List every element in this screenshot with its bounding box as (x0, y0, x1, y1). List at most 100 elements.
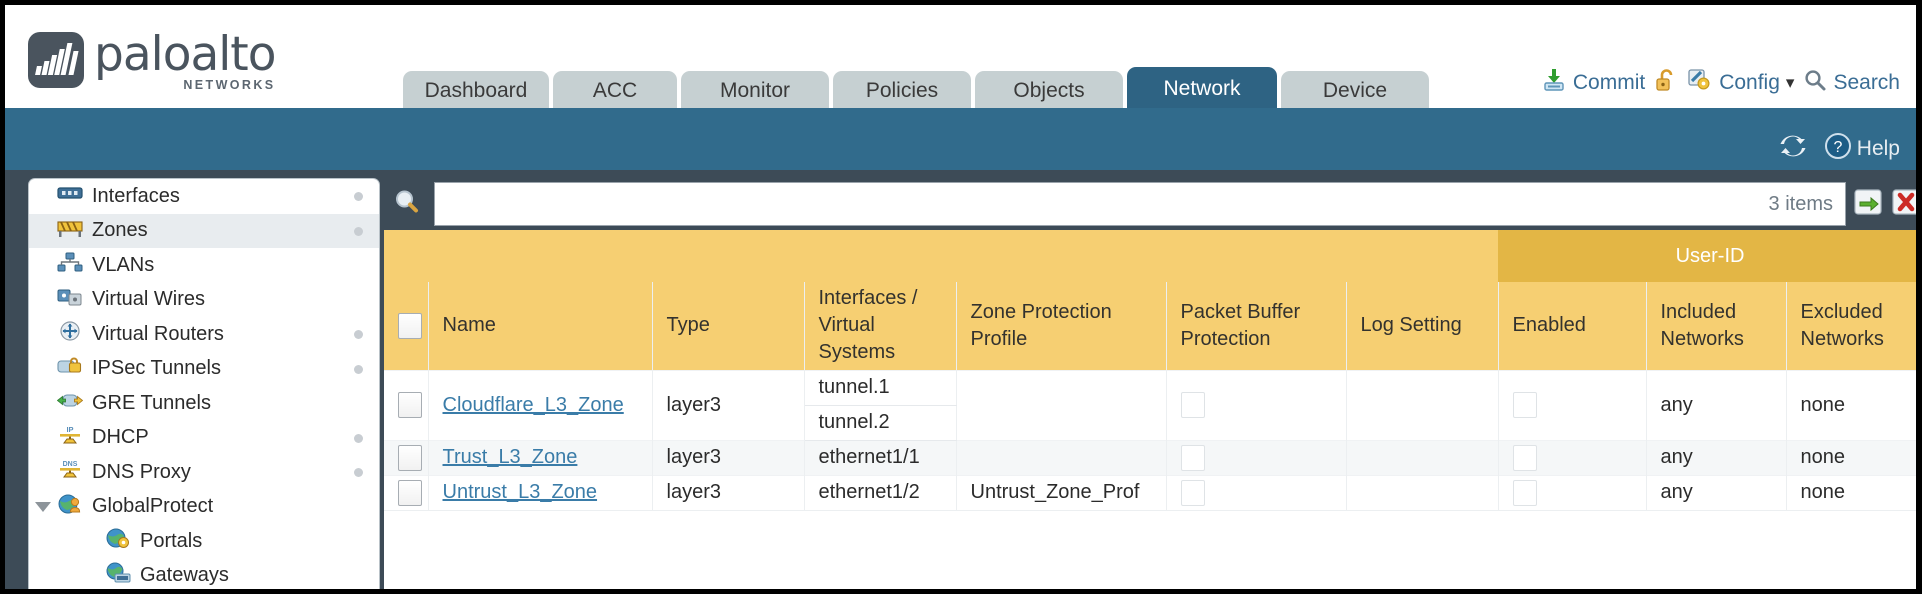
search-button[interactable]: Search (1803, 68, 1900, 98)
unlocked-padlock-icon[interactable] (1654, 67, 1678, 99)
row-select-cell (384, 439, 429, 475)
cell-excluded-networks: none (1786, 474, 1922, 510)
packet-buffer-protection-checkbox[interactable] (1180, 392, 1205, 418)
svg-text:?: ? (1833, 139, 1842, 156)
zones-table: User-ID Name Type Interfaces / Virtual S… (384, 230, 1922, 546)
brand-tagline: NETWORKS (183, 78, 276, 92)
sidebar-item-zones[interactable]: Zones (29, 213, 379, 248)
commit-label: Commit (1572, 71, 1646, 94)
packet-buffer-protection-checkbox[interactable] (1180, 479, 1205, 506)
sidebar-item-label: DHCP (92, 426, 149, 449)
sidebar-item-interfaces[interactable]: Interfaces (29, 179, 379, 214)
help-question-icon: ? (1824, 132, 1852, 166)
sidebar-item-gateways[interactable]: Gateways (29, 559, 379, 594)
row-select-cell (384, 369, 429, 440)
table-row[interactable]: Trust_L3_Zone layer3 ethernet1/1 any (384, 439, 1922, 475)
sidebar-item-label: Gateways (140, 564, 229, 587)
sidebar-item-vlans[interactable]: VLANs (29, 248, 379, 283)
refresh-icon[interactable] (1778, 132, 1808, 166)
packet-buffer-protection-checkbox[interactable] (1180, 444, 1205, 471)
clear-filter-icon[interactable] (1892, 187, 1922, 222)
sidebar-item-ipsec-tunnels[interactable]: IPSec Tunnels (29, 352, 379, 387)
col-header-name[interactable]: Name (428, 282, 653, 370)
magnifier-icon[interactable] (388, 187, 426, 222)
cell-zone-protection-profile (956, 369, 1167, 440)
tab-policies[interactable]: Policies (833, 71, 971, 111)
zone-link[interactable]: Untrust_L3_Zone (442, 481, 598, 503)
userid-enabled-checkbox[interactable] (1512, 392, 1537, 418)
sidebar-item-virtual-wires[interactable]: Virtual Wires (29, 283, 379, 318)
zones-icon (57, 218, 83, 244)
sidebar-item-label: Interfaces (92, 184, 180, 207)
config-label: Config (1719, 71, 1780, 94)
group-header-userid: User-ID (1498, 230, 1922, 282)
sidebar-status-dot (354, 192, 363, 202)
dhcp-icon: IP (57, 424, 83, 452)
sidebar-status-dot (354, 468, 363, 478)
sidebar-status-dot (354, 433, 363, 443)
cell-type: layer3 (652, 474, 805, 510)
col-header-zone-protection-profile[interactable]: Zone Protection Profile (956, 282, 1167, 370)
sidebar-item-dns-proxy[interactable]: DNS DNS Proxy (29, 455, 379, 490)
column-header-row: Name Type Interfaces / Virtual Systems Z… (384, 282, 1922, 370)
filter-bar: 3 items (384, 178, 1922, 230)
cell-packet-buffer-protection (1166, 474, 1347, 510)
tab-dashboard[interactable]: Dashboard (403, 71, 549, 111)
sidebar-item-label: GlobalProtect (92, 495, 214, 518)
row-checkbox[interactable] (398, 479, 422, 506)
sidebar-item-virtual-routers[interactable]: Virtual Routers (29, 317, 379, 352)
gateways-icon (105, 562, 131, 590)
zones-table-head: User-ID Name Type Interfaces / Virtual S… (384, 230, 1922, 370)
col-header-interfaces[interactable]: Interfaces / Virtual Systems (804, 282, 957, 370)
tab-objects[interactable]: Objects (975, 71, 1123, 111)
commit-button[interactable]: Commit (1541, 67, 1645, 99)
cell-name: Cloudflare_L3_Zone (428, 369, 653, 440)
userid-enabled-checkbox[interactable] (1512, 479, 1537, 506)
sidebar-item-globalprotect[interactable]: GlobalProtect (29, 490, 379, 525)
top-header-bar: paloalto NETWORKS Dashboard ACC Monitor … (0, 0, 1922, 111)
table-row[interactable]: Cloudflare_L3_Zone layer3 tunnel.1 any (384, 369, 1922, 440)
sidebar-item-gre-tunnels[interactable]: GRE Tunnels (29, 386, 379, 421)
sidebar-status-dot (354, 330, 363, 340)
userid-enabled-checkbox[interactable] (1512, 444, 1537, 471)
tab-device[interactable]: Device (1281, 71, 1429, 111)
table-empty-space (384, 509, 1922, 546)
paloalto-logo-icon (28, 31, 84, 88)
virtual-wires-icon (57, 287, 83, 313)
row-checkbox[interactable] (398, 392, 422, 418)
table-row-continuation[interactable]: tunnel.2 (384, 404, 1922, 441)
col-header-excluded-networks[interactable]: Excluded Networks (1786, 282, 1922, 370)
tab-monitor[interactable]: Monitor (681, 71, 829, 111)
tab-acc[interactable]: ACC (553, 71, 677, 111)
col-header-included-networks[interactable]: Included Networks (1646, 282, 1787, 370)
sidebar-item-portals[interactable]: Portals (29, 524, 379, 559)
table-row[interactable]: Untrust_L3_Zone layer3 ethernet1/2 Untru… (384, 474, 1922, 510)
col-header-type[interactable]: Type (652, 282, 805, 370)
cell-name: Untrust_L3_Zone (428, 474, 653, 510)
col-header-log-setting[interactable]: Log Setting (1346, 282, 1499, 370)
zone-link[interactable]: Cloudflare_L3_Zone (442, 393, 624, 416)
sidebar-item-dhcp[interactable]: IP DHCP (29, 421, 379, 456)
sidebar-item-label: IPSec Tunnels (92, 357, 221, 380)
cell-type: layer3 (652, 369, 805, 440)
search-input[interactable] (435, 183, 1735, 225)
select-all-checkbox[interactable] (398, 312, 422, 339)
zone-link[interactable]: Trust_L3_Zone (442, 446, 578, 468)
tab-network[interactable]: Network (1127, 67, 1277, 111)
cell-interface: ethernet1/2 (804, 474, 957, 510)
row-checkbox[interactable] (398, 444, 422, 471)
sidebar-item-label: Virtual Routers (92, 322, 224, 345)
filter-input-wrap[interactable]: 3 items (434, 182, 1846, 226)
cell-excluded-networks: none (1786, 439, 1922, 475)
cell-included-networks: any (1646, 474, 1787, 510)
cell-log-setting (1346, 474, 1499, 510)
expander-triangle-icon[interactable] (35, 501, 51, 512)
col-header-packet-buffer-protection[interactable]: Packet Buffer Protection (1166, 282, 1347, 370)
sidebar-status-dot (354, 226, 363, 236)
config-menu[interactable]: Config ▾ (1687, 67, 1794, 99)
help-button[interactable]: ? Help (1824, 132, 1900, 166)
brand-logo[interactable]: paloalto NETWORKS (28, 27, 276, 91)
apply-filter-icon[interactable] (1854, 187, 1884, 222)
cell-zone-protection-profile: Untrust_Zone_Prof (956, 474, 1167, 510)
col-header-userid-enabled[interactable]: Enabled (1498, 282, 1647, 370)
